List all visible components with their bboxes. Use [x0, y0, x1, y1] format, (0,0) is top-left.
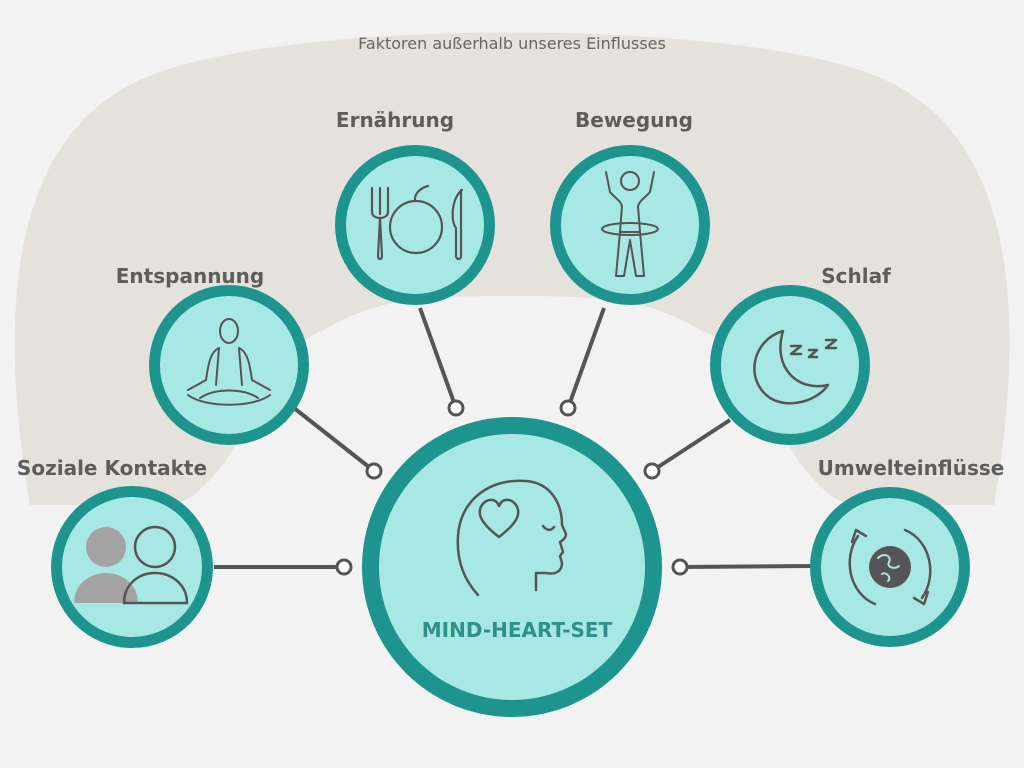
node-bewegung — [550, 145, 710, 305]
connector-entspannung — [292, 406, 376, 473]
node-umwelteinfluesse — [810, 487, 970, 647]
node-ernaehrung — [335, 145, 495, 305]
center-label: MIND-HEART-SET — [421, 618, 613, 642]
node-entspannung — [149, 285, 309, 445]
node-disc — [160, 296, 298, 434]
label-schlaf: Schlaf — [821, 264, 891, 288]
node-soziale-kontakte — [51, 486, 213, 648]
head-heart-icon — [456, 479, 568, 597]
people-icon — [74, 525, 189, 605]
node-disc — [721, 296, 859, 434]
center-node — [362, 417, 662, 717]
node-disc — [62, 497, 202, 637]
label-entspannung: Entspannung — [115, 264, 265, 288]
node-schlaf — [710, 285, 870, 445]
center-disc — [379, 434, 645, 700]
connector-endpoint — [335, 558, 353, 576]
connector-endpoint — [671, 558, 689, 576]
connector-endpoints — [335, 399, 689, 576]
connector-bewegung — [566, 307, 606, 409]
connectors — [214, 307, 813, 569]
node-disc — [346, 156, 484, 294]
connector-schlaf — [650, 418, 732, 473]
connector-umwelteinfluesse — [679, 564, 813, 569]
node-disc — [561, 156, 699, 294]
fork-plate-knife-icon — [370, 184, 464, 261]
globe-cycle-icon — [848, 528, 932, 606]
connector-endpoint — [447, 399, 465, 417]
label-umwelteinfluesse: Umwelteinflüsse — [817, 456, 1005, 480]
connector-endpoint — [559, 399, 577, 417]
outer-arc-label: Faktoren außerhalb unseres Einflusses — [358, 34, 666, 53]
label-ernaehrung: Ernährung — [335, 108, 455, 132]
meditation-icon — [187, 318, 271, 406]
label-bewegung: Bewegung — [575, 108, 693, 132]
connector-ernaehrung — [418, 307, 458, 409]
moon-zzz-icon — [753, 329, 838, 405]
hula-hoop-person-icon — [601, 171, 659, 277]
connector-endpoint — [365, 462, 383, 480]
label-soziale-kontakte: Soziale Kontakte — [16, 456, 208, 480]
connector-endpoint — [643, 462, 661, 480]
